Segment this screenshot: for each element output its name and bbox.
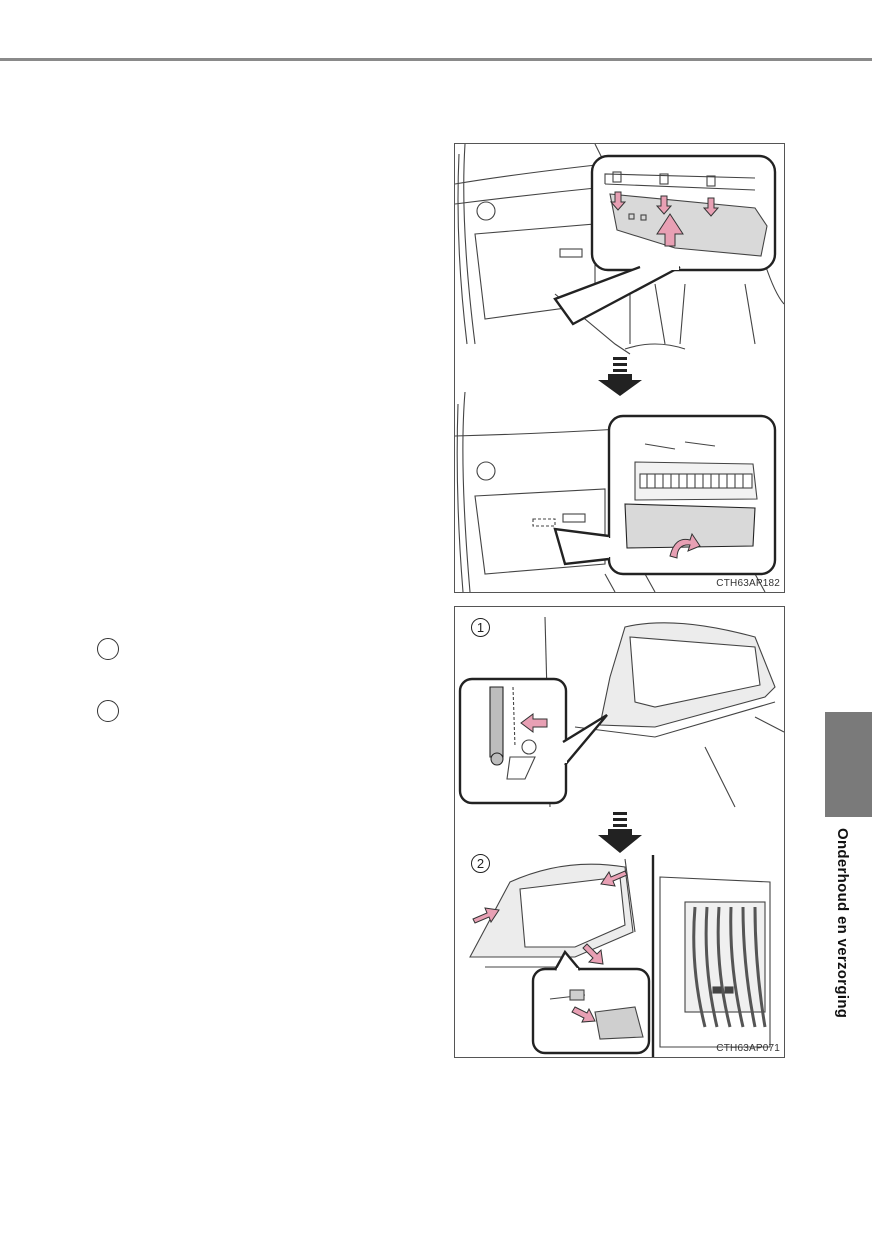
section-tab [825, 712, 872, 817]
glove-box-removal-drawing [458, 616, 784, 1057]
fuse-box-cover-drawing [455, 144, 784, 592]
illustration-fuse-box-cover: CTH63AP182 [454, 143, 785, 593]
figure-code-bottom: CTH63AP071 [716, 1043, 780, 1054]
illustration-glove-box-removal: 1 2 CTH63AP071 [454, 606, 785, 1058]
header-rule [0, 58, 872, 61]
step-marker-2 [97, 700, 119, 722]
step-marker-1 [97, 638, 119, 660]
step-number-2: 2 [471, 854, 490, 873]
section-title: Onderhoud en verzorging [834, 828, 851, 1019]
figure-code-top: CTH63AP182 [716, 578, 780, 589]
step-number-1: 1 [471, 618, 490, 637]
